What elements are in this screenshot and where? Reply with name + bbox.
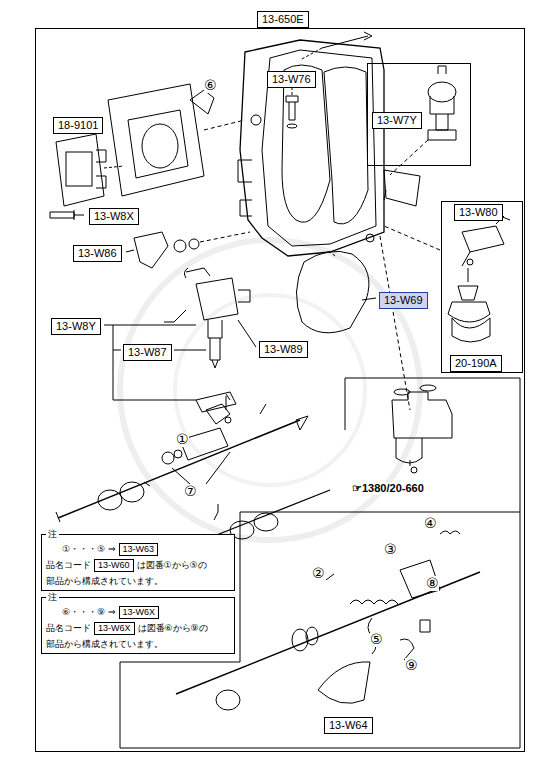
part-code: 13-W63 (123, 544, 155, 554)
note-text: ⑥・・・⑨ ⇒ (62, 607, 116, 618)
part-code-box: 13-W86 (73, 245, 122, 262)
note-text: は図番⑥から⑨の (138, 623, 208, 634)
part-code: 13-W7Y (372, 112, 422, 129)
reference-note: ☞1380/20-660 (352, 482, 424, 495)
note-heading: 注 (46, 529, 59, 540)
callout-number: ⑧ (426, 576, 439, 591)
part-code: 13-W76 (272, 73, 311, 85)
note-text: 部品から構成されています。 (46, 576, 163, 587)
part-code-box: 20-190A (450, 355, 502, 372)
note-text: 品名コード (46, 623, 91, 634)
part-code: 13-W80 (454, 204, 503, 221)
note-text: 部品から構成されています。 (46, 639, 163, 650)
part-code-box: 18-9101 (53, 117, 103, 134)
part-code: 13-W60 (98, 560, 130, 570)
part-code-box: 13-W76 (267, 71, 316, 88)
callout-number: ⑦ (184, 484, 197, 499)
region-frame: 13-W80 20-190A (441, 201, 523, 373)
note-text: は図番①から⑤の (137, 560, 207, 571)
part-code: 13-W86 (78, 247, 117, 259)
part-code: 13-W89 (264, 343, 303, 355)
note-text: 品名コード (46, 560, 91, 571)
callout-number: ⑥ (204, 78, 217, 93)
part-code: 13-W8X (94, 210, 134, 222)
part-code-box: 13-W6X (94, 622, 135, 635)
part-code: 18-9101 (58, 119, 98, 131)
part-code: 13-W69 (384, 294, 423, 306)
callout-number: ③ (384, 542, 397, 557)
note-box: 注13-W6X13-W6X⑥・・・⑨ ⇒品名コードは図番⑥から⑨の部品から構成さ… (41, 597, 235, 654)
part-code-box: 13-W8X (89, 208, 139, 225)
assembly-code: 13-650E (257, 11, 309, 28)
watermark-emblem (120, 240, 420, 540)
part-code-box: 13-W63 (119, 543, 159, 556)
part-code: 13-W6X (123, 607, 156, 617)
part-code: 13-W64 (329, 719, 368, 731)
callout-number: ⑨ (405, 658, 418, 673)
part-code: 13-W8Y (56, 320, 96, 332)
part-code-box: 13-W89 (259, 341, 308, 358)
part-code: 13-W87 (128, 346, 167, 358)
part-code: 13-W6X (98, 623, 131, 633)
note-box: 注13-W6313-W60①・・・⑤ ⇒品名コードは図番①から⑤の部品から構成さ… (41, 534, 235, 591)
part-code-box: 13-W60 (94, 559, 134, 572)
part-code-box: 13-W6X (119, 606, 160, 619)
part-code-box: 13-W8Y (51, 318, 101, 335)
part-code-box: 13-W87 (123, 344, 172, 361)
callout-number: ⑤ (370, 632, 383, 647)
part-code-box: 13-W69 (379, 292, 428, 309)
callout-number: ① (176, 432, 189, 447)
note-heading: 注 (46, 592, 59, 603)
part-code-box: 13-W64 (324, 717, 373, 734)
watermark-emblem (175, 295, 365, 485)
part-code: 20-190A (455, 357, 497, 369)
note-text: ①・・・⑤ ⇒ (62, 544, 116, 555)
callout-number: ④ (424, 516, 437, 531)
region-frame: 13-650E13-W7618-910113-W7Y13-W8X13-W8020… (35, 28, 525, 752)
callout-number: ② (312, 566, 325, 581)
region-frame: 13-W7Y (367, 63, 471, 166)
